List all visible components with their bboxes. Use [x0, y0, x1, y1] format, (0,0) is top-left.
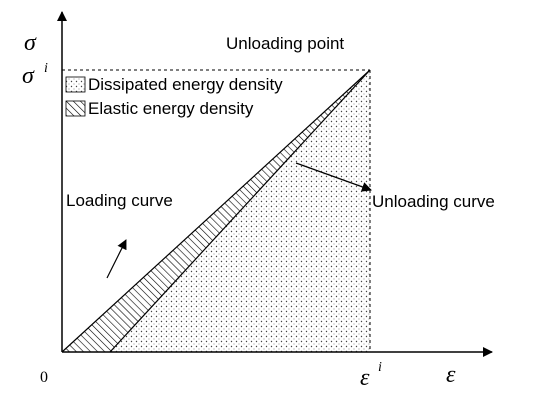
loading-curve-pointer: [106, 239, 127, 279]
legend-elastic-label: Elastic energy density: [88, 99, 254, 118]
y-axis-symbol: σ: [24, 30, 37, 56]
loading-curve-label: Loading curve: [66, 191, 173, 210]
unloading-curve-label: Unloading curve: [372, 192, 495, 211]
unloading-curve-line: [109, 69, 371, 353]
legend-dissipated-label: Dissipated energy density: [88, 75, 283, 94]
loading-curve-line: [61, 69, 371, 353]
legend-dissipated-swatch: [65, 76, 86, 93]
x-axis-symbol: ε: [446, 362, 456, 388]
peak-stress-symbol: σ: [22, 63, 35, 89]
peak-stress-superscript: i: [44, 61, 48, 76]
unloading-curve-pointer: [295, 162, 372, 192]
unloading-point-label: Unloading point: [226, 34, 344, 53]
origin-label: 0: [40, 369, 48, 386]
legend-elastic-swatch: [65, 100, 86, 117]
peak-strain-symbol: ε: [360, 365, 370, 391]
peak-strain-superscript: i: [378, 360, 382, 375]
